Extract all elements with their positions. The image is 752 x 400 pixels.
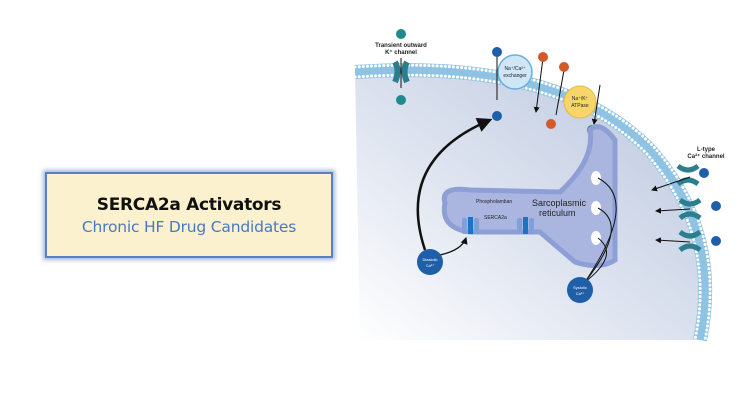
sodium-ion: [538, 52, 548, 62]
exchanger-label: Na⁺/Ca²⁺: [504, 66, 525, 72]
calcium-ion: [711, 236, 721, 246]
calcium-ion: [699, 168, 709, 178]
k-channel: Transient outward K⁺ channel: [375, 29, 427, 105]
systolic-label: Ca²⁺: [576, 291, 585, 296]
sr-label: Sarcoplasmic: [532, 198, 587, 208]
l-type-calcium-channels: L-type Ca²⁺ channel: [651, 147, 725, 253]
potassium-ion: [396, 95, 406, 105]
atpase-label: Na⁺/K⁺: [572, 96, 589, 102]
calcium-ion: [492, 47, 502, 57]
calcium-flux-arrows: [416, 117, 617, 283]
calcium-ion: [492, 111, 502, 121]
l-type-label: Ca²⁺ channel: [687, 153, 725, 160]
ryanodine-receptor: [591, 171, 601, 185]
serca-label: SERCA2a: [484, 215, 507, 221]
na-ca-exchanger: Na⁺/Ca²⁺ exchanger: [492, 47, 548, 121]
serca-pump: [462, 217, 479, 234]
diastolic-label: Ca²⁺: [426, 263, 435, 268]
exchanger-label: exchanger: [503, 73, 527, 79]
diastolic-label: Diastolic: [422, 257, 437, 262]
phospholamban-label: Phospholamban: [476, 199, 512, 205]
atpase-label: ATPase: [571, 103, 589, 109]
sr-label: reticulum: [539, 208, 576, 218]
systolic-label: Systolic: [573, 285, 587, 290]
diastolic-calcium: Diastolic Ca²⁺: [417, 249, 443, 275]
ryanodine-receptor: [591, 231, 601, 245]
sarcoplasmic-reticulum: Sarcoplasmic reticulum Phospholamban SER…: [441, 124, 618, 268]
k-channel-label: K⁺ channel: [385, 49, 417, 56]
title-heading: SERCA2a Activators: [96, 194, 282, 215]
k-channel-label: Transient outward: [375, 43, 427, 49]
serca-pump: [517, 217, 534, 234]
cell-membrane: [353, 63, 713, 342]
calcium-ion: [711, 201, 721, 211]
sodium-ion: [546, 119, 556, 129]
title-subheading: Chronic HF Drug Candidates: [81, 217, 297, 236]
ryanodine-receptor: [591, 201, 601, 215]
l-type-label: L-type: [697, 147, 716, 153]
potassium-ion: [396, 29, 406, 39]
sodium-ion: [559, 62, 569, 72]
systolic-calcium: Systolic Ca²⁺: [567, 277, 593, 303]
title-box: SERCA2a Activators Chronic HF Drug Candi…: [45, 172, 333, 258]
